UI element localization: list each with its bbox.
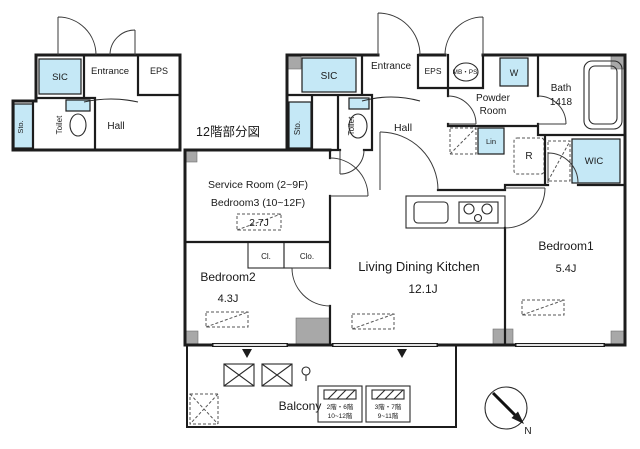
inset-label-sic: SIC [52,72,68,83]
kitchen-counter [405,195,506,229]
toilet-bowl [348,113,368,139]
fridge-space [513,137,545,175]
note2-line1: 3階・7階 [375,402,402,411]
toilet-tank [348,97,370,110]
dashed-features [205,127,571,330]
ac-unit-2 [261,363,293,387]
inset-highlights [13,58,91,149]
label-north: N [524,426,531,437]
washer-area [499,57,529,87]
label-bedroom1: Bedroom1 [538,239,594,253]
compass: N [484,386,532,437]
label-mb-ps: MB・PS [453,69,479,76]
door-swings [291,12,579,307]
inset-labels: SIC Entrance EPS Toilet Hall Sto. [16,66,168,134]
label-hall: Hall [394,122,412,134]
ac-unit-1 [223,363,255,387]
burner-1 [463,203,475,215]
inset-exterior-walls [11,53,182,152]
main-plan: SIC Entrance EPS MB・PS W Powder Room Bat… [183,12,627,347]
exterior-walls [183,53,627,347]
label-service-room: Service Room (2~9F) [208,179,308,191]
washbasin [453,62,479,82]
label-bedroom2-size: 4.3J [218,293,239,305]
wic-area [571,138,621,184]
balcony-outline [186,345,457,428]
label-washer: W [510,68,519,78]
balcony: Balcony 2階・6階 10~12階 3階・7階 9~11階 [186,345,457,428]
room-labels: SIC Entrance EPS MB・PS W Powder Room Bat… [200,61,603,305]
opening-marker-2 [397,349,407,358]
inset-label-entrance: Entrance [91,66,129,77]
kitchen-stove [458,201,499,224]
label-closet-clo: Clo. [300,252,314,261]
floor-note-box-2: 3階・7階 9~11階 [365,385,411,423]
burner-2 [481,203,493,215]
label-bath: Bath [551,83,572,94]
label-bedroom2: Bedroom2 [200,270,256,284]
label-ldk-size: 12.1J [408,282,437,296]
fixtures [348,60,623,229]
inset-label-hall: Hall [107,121,124,132]
label-powder-1: Powder [476,93,511,104]
label-entrance: Entrance [371,61,411,72]
inset-label-toilet: Toilet [55,115,64,134]
linen-area [477,127,505,155]
opening-marker-1 [242,349,252,358]
label-service-size: 2.7J [249,217,269,229]
inset-toilet-bowl [69,113,87,137]
windows [212,343,605,347]
kitchen-sink [413,201,449,224]
label-bedroom3: Bedroom3 (10~12F) [211,197,305,209]
faucet-symbol [301,366,311,381]
note1-line2: 10~12階 [328,411,353,420]
label-bedroom1-size: 5.4J [556,263,577,275]
interior-walls [183,53,627,347]
label-linen: Lin [486,137,496,146]
burner-3 [473,213,483,223]
inset-label-sto: Sto. [16,120,25,133]
inset-interior-walls [31,53,182,152]
label-ldk: Living Dining Kitchen [358,259,479,274]
inset-plan: SIC Entrance EPS Toilet Hall Sto. 12階部分図 [11,16,260,152]
inset-label-eps: EPS [150,66,168,76]
label-sto: Sto. [293,121,302,135]
sic-area [301,57,357,93]
inset-caption: 12階部分図 [196,124,260,139]
label-wic: WIC [585,156,604,167]
label-eps: EPS [424,66,441,76]
label-sic: SIC [321,71,338,82]
north-arrow-icon [491,391,517,417]
label-toilet: Toilet [347,116,356,135]
label-powder-2: Room [480,106,507,117]
note2-line2: 9~11階 [378,411,399,420]
inset-sic-area [38,58,82,95]
north-arrowhead-icon [511,411,524,424]
bathtub-inner [588,65,618,125]
label-closet-cl: Cl. [261,252,271,261]
floor-note-box-1: 2階・6階 10~12階 [317,385,363,423]
inset-entrance-step [83,98,139,103]
highlight-areas [288,57,621,184]
inset-toilet-tank [65,99,91,112]
note1-line1: 2階・6階 [327,402,354,411]
entrance-step [361,96,421,102]
label-balcony: Balcony [279,399,322,413]
inset-door-swings [57,16,136,56]
label-bath-size: 1418 [550,97,573,108]
evacuation-hatch [189,393,219,425]
compass-circle [484,386,528,430]
label-fridge: R [525,151,532,162]
bathtub-outer [583,60,623,130]
